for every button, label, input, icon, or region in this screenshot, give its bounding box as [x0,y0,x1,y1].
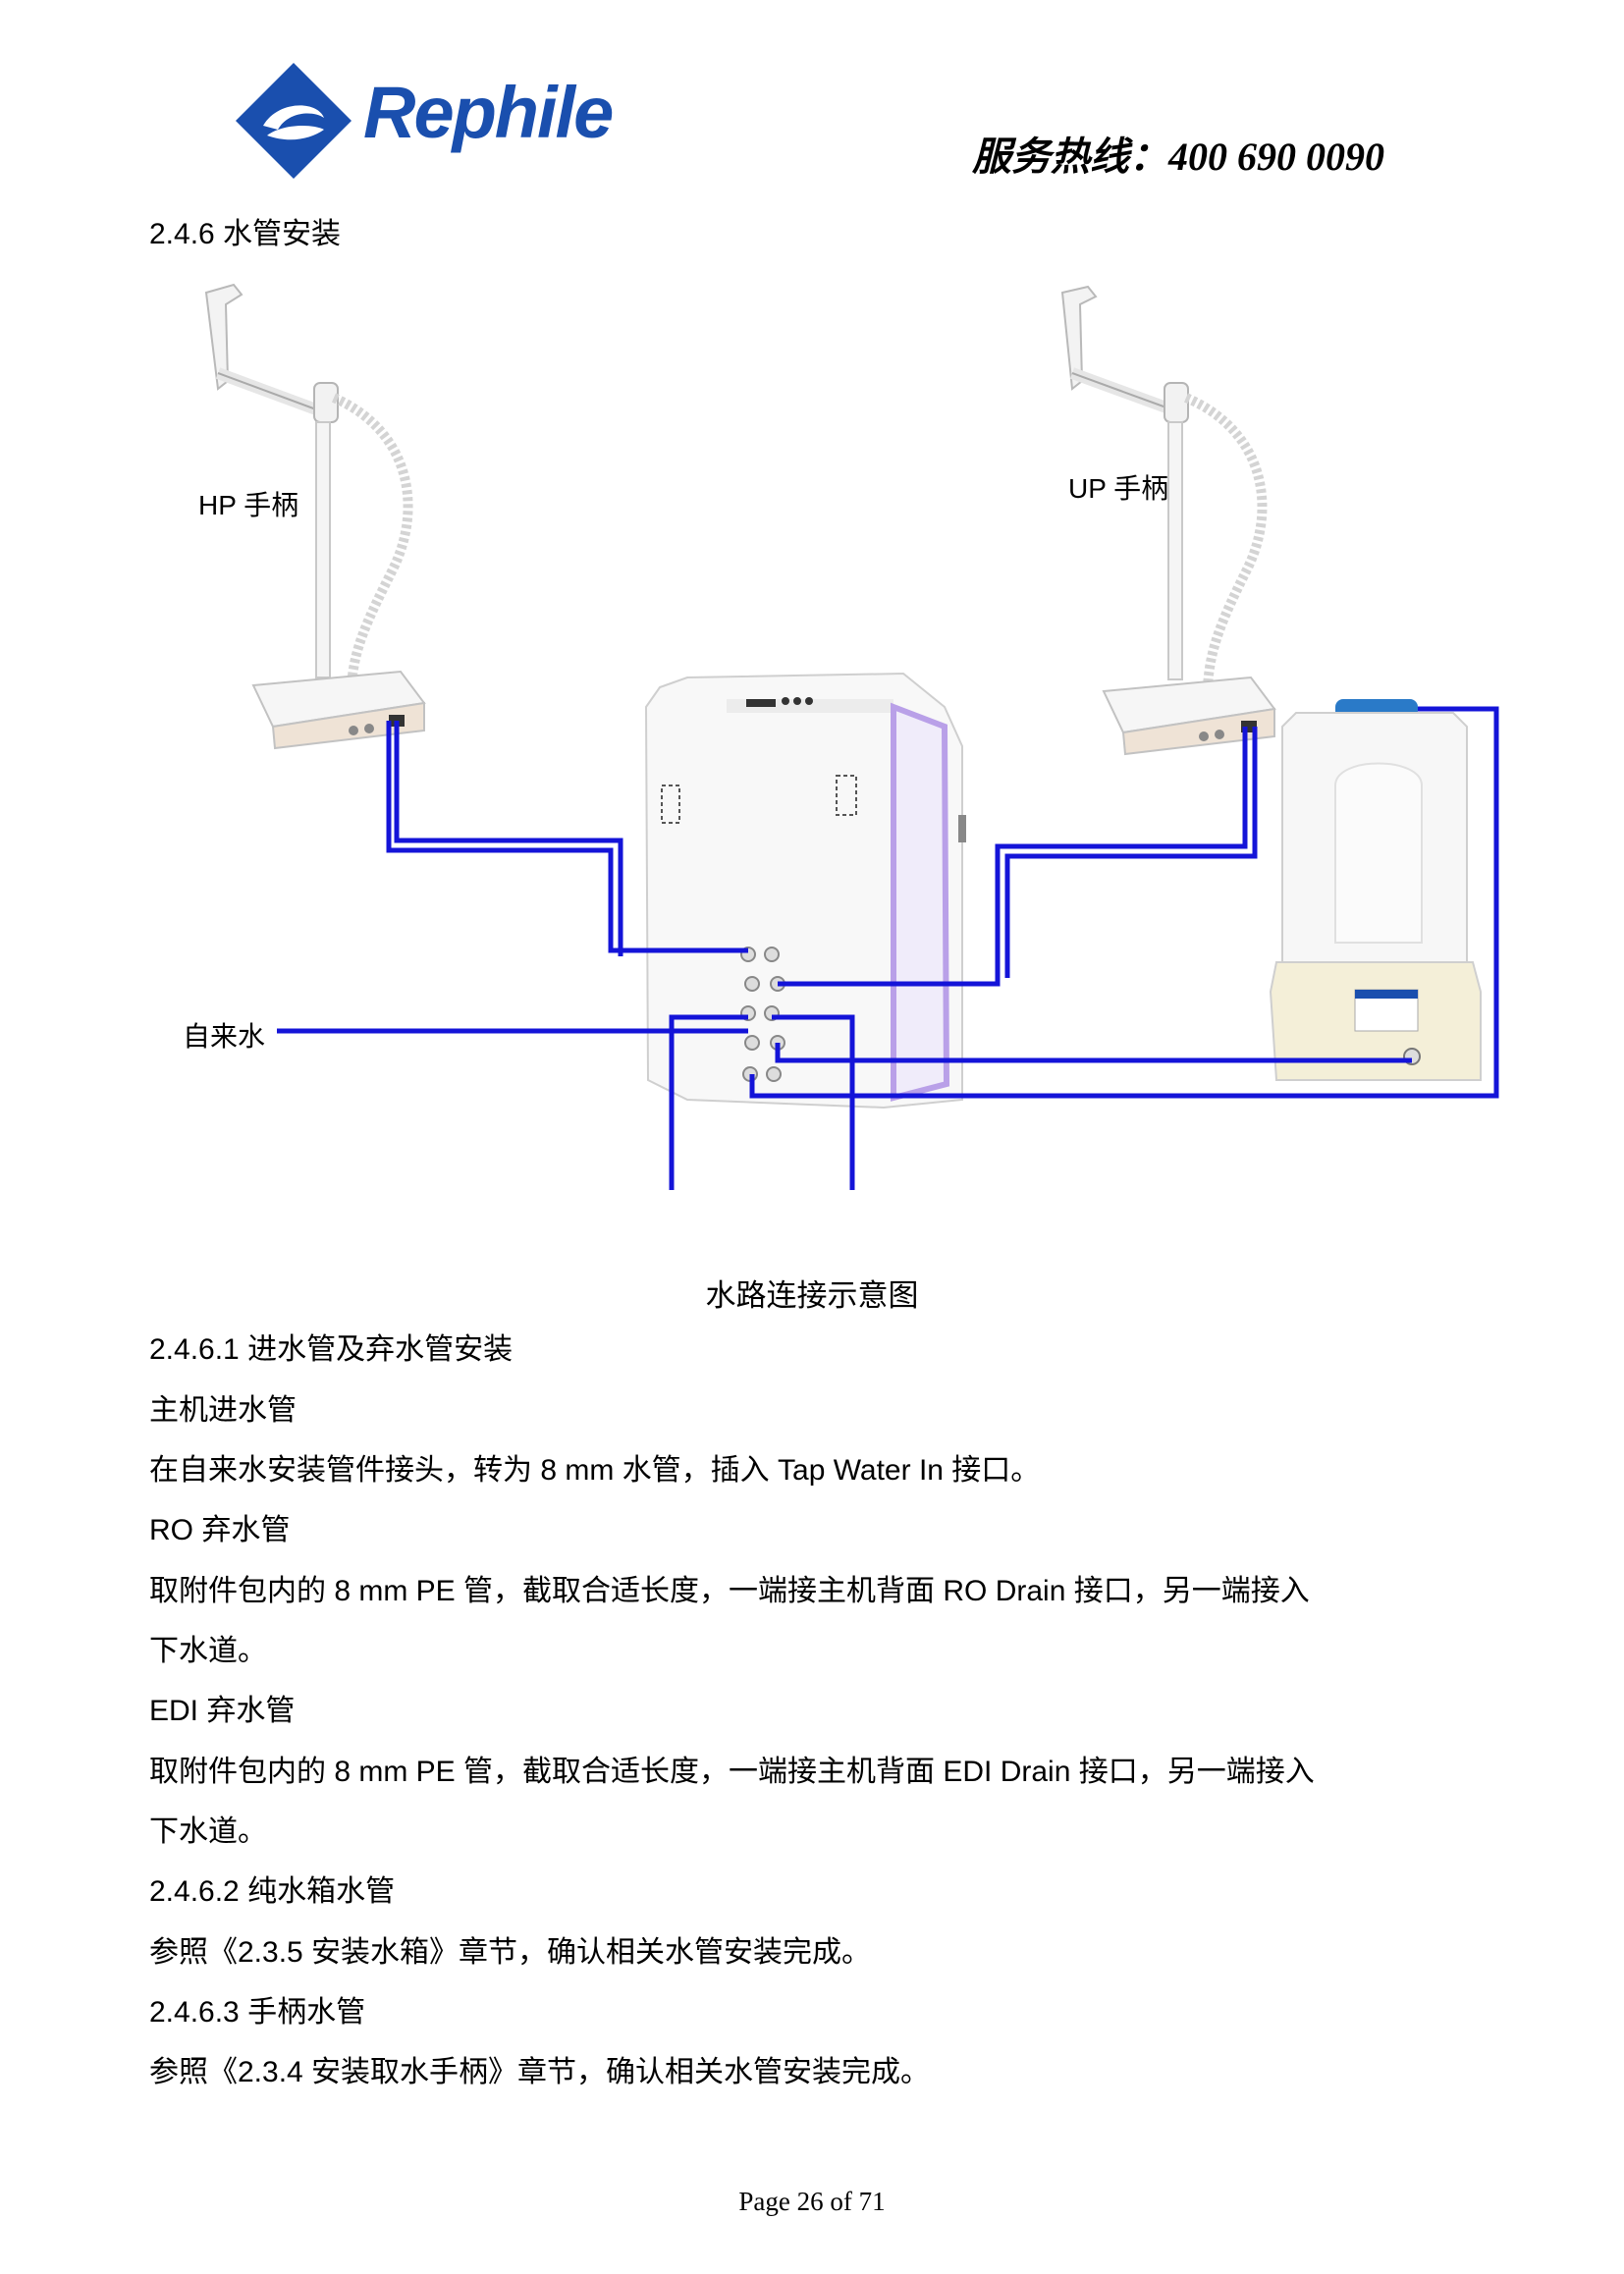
tap-water-label: 自来水 [183,1021,266,1052]
up-handle-illustration [1060,285,1276,756]
hp-handle-illustration [204,283,426,750]
subsection-2-4-6-2: 2.4.6.2 纯水箱水管 [149,1875,396,1908]
up-handle-label: UP 手柄 [1068,473,1169,504]
subsection-2-4-6-1: 2.4.6.1 进水管及弃水管安装 [149,1333,514,1366]
figure-caption: 水路连接示意图 [705,1278,919,1313]
ro-drain-heading: RO 弃水管 [149,1514,291,1546]
main-inlet-heading: 主机进水管 [149,1394,297,1427]
water-connection-diagram [204,283,1499,1190]
logo-wordmark: Rephile [363,72,614,153]
rephile-logo-mark [236,63,352,179]
section-title: 2.4.6 水管安装 [149,218,342,250]
tank-pipe-text: 参照《2.3.5 安装水箱》章节，确认相关水管安装完成。 [149,1936,872,1969]
subsection-2-4-6-3: 2.4.6.3 手柄水管 [149,1996,366,2029]
page-number: Page 26 of 71 [738,2187,886,2216]
water-pipes [277,706,1499,1190]
service-hotline: 服务热线：400 690 0090 [972,135,1384,179]
edi-drain-heading: EDI 弃水管 [149,1695,296,1727]
water-tank-illustration [1269,699,1482,1081]
handle-pipe-text: 参照《2.3.4 安装取水手柄》章节，确认相关水管安装完成。 [149,2056,931,2088]
ro-drain-text-cont: 下水道。 [149,1635,267,1667]
hp-handle-label: HP 手柄 [198,490,299,520]
edi-drain-text-cont: 下水道。 [149,1815,267,1848]
ro-drain-text: 取附件包内的 8 mm PE 管，截取合适长度，一端接主机背面 RO Drain… [149,1575,1310,1607]
edi-drain-text: 取附件包内的 8 mm PE 管，截取合适长度，一端接主机背面 EDI Drai… [149,1756,1315,1788]
main-unit-illustration [644,672,966,1110]
main-inlet-text: 在自来水安装管件接头，转为 8 mm 水管，插入 Tap Water In 接口… [149,1454,1041,1487]
